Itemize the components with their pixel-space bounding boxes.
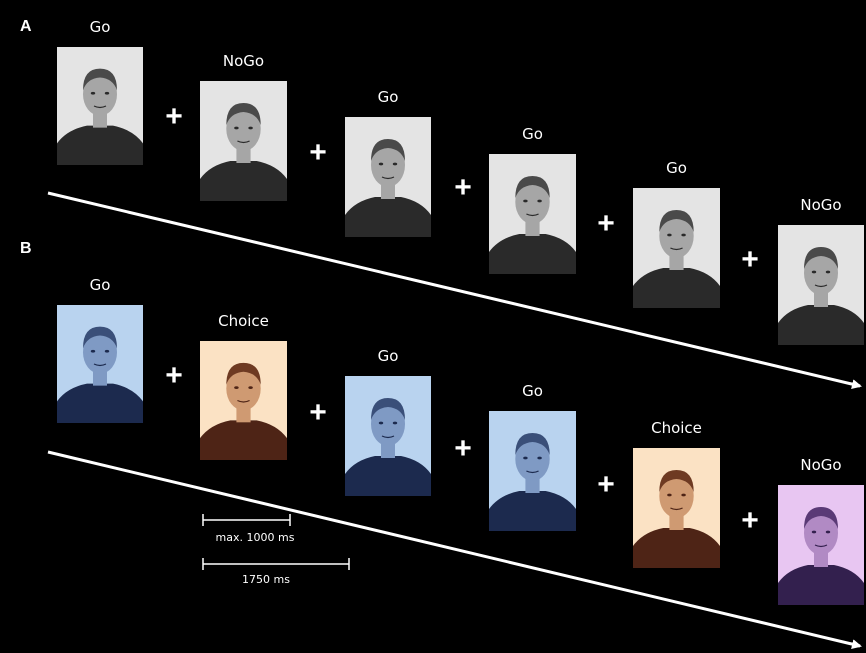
trial-label-b-5: Choice — [651, 419, 702, 437]
trial-label-b-6: NoGo — [800, 456, 842, 474]
trial-label-b-4: Go — [522, 382, 543, 400]
trial-label-a-2: NoGo — [222, 52, 265, 70]
panel-a-letter: A — [20, 18, 32, 35]
time-arrow-b — [47, 450, 862, 650]
face-stimulus-a-4 — [489, 154, 576, 274]
trial-label-a-6: NoGo — [800, 196, 842, 214]
face-stimulus-a-5 — [633, 188, 720, 308]
trial-label-a-5: Go — [666, 159, 687, 177]
trial-label-a-1: Go — [89, 18, 111, 36]
fixation-cross-b-2: + — [309, 396, 327, 429]
fixation-cross-a-5: + — [741, 243, 759, 276]
timing-label-short: max. 1000 ms — [215, 531, 295, 544]
face-stimulus-b-5 — [633, 448, 720, 568]
fixation-cross-b-4: + — [597, 468, 615, 501]
fixation-cross-b-3: + — [454, 432, 472, 465]
fixation-cross-a-3: + — [454, 171, 472, 204]
fixation-cross-b-1: + — [165, 359, 183, 392]
face-stimulus-a-2 — [200, 81, 287, 201]
trial-label-a-3: Go — [377, 88, 399, 106]
face-stimulus-b-4 — [489, 411, 576, 531]
face-stimulus-b-1 — [57, 305, 143, 423]
trial-label-b-1: Go — [89, 276, 111, 294]
fixation-cross-a-2: + — [309, 136, 327, 169]
trial-label-a-4: Go — [522, 125, 543, 143]
time-arrow-a — [47, 191, 862, 390]
face-stimulus-a-6 — [778, 225, 864, 345]
timing-bar-short — [202, 514, 291, 526]
trial-label-b-3: Go — [377, 347, 399, 365]
trial-label-b-2: Choice — [218, 312, 269, 330]
fixation-cross-a-4: + — [597, 207, 615, 240]
face-stimulus-b-2 — [200, 341, 287, 460]
face-stimulus-a-3 — [345, 117, 431, 237]
timing-label-long: 1750 ms — [242, 573, 290, 586]
fixation-cross-a-1: + — [165, 100, 183, 133]
fixation-cross-b-5: + — [741, 504, 759, 537]
face-stimulus-b-6 — [778, 485, 864, 605]
face-stimulus-b-3 — [345, 376, 431, 496]
face-stimulus-a-1 — [57, 47, 143, 165]
panel-b-letter: B — [20, 240, 32, 257]
timing-bar-long — [202, 558, 350, 570]
